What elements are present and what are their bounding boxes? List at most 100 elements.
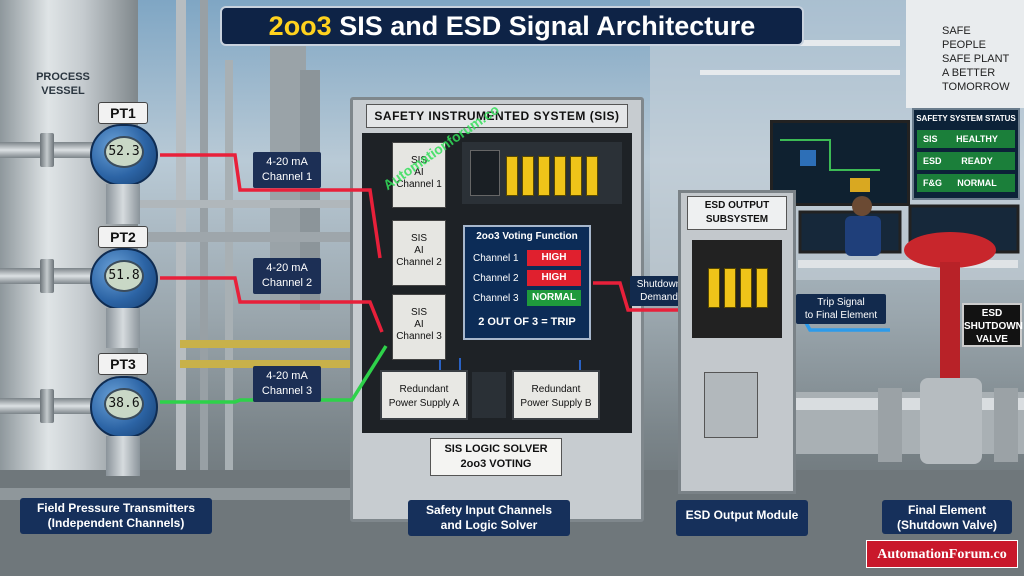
transmitter-tag-pt1: PT1 xyxy=(98,102,148,124)
signal-wire-ch3 xyxy=(160,345,388,404)
channel-label-2: 4-20 mA Channel 2 xyxy=(253,258,321,294)
sis-ai-card-2[interactable]: SIS AI Channel 2 xyxy=(392,220,446,286)
horizontal-pipe xyxy=(140,200,360,208)
brand-logo[interactable]: AutomationForum.co xyxy=(866,540,1018,568)
flange xyxy=(40,259,54,293)
voting-channel-label: Channel 1 xyxy=(473,253,519,264)
io-module xyxy=(570,156,582,196)
voting-title: 2oo3 Voting Function xyxy=(476,231,578,242)
slogan-line: A BETTER xyxy=(942,67,996,79)
status-key: ESD xyxy=(923,156,942,166)
ai-card-line: SIS xyxy=(410,233,428,244)
status-key: SIS xyxy=(923,134,938,144)
slogan-line: TOMORROW xyxy=(942,81,1010,93)
io-module xyxy=(554,156,566,196)
note-line: to Final Element xyxy=(804,310,878,321)
channel-signal-type: 4-20 mA xyxy=(266,156,308,168)
io-module xyxy=(538,156,550,196)
esd-header-line: ESD OUTPUT xyxy=(704,200,770,211)
sis-ai-card-1[interactable]: SIS AI Channel 1 xyxy=(392,142,446,208)
label-line: ESD Output Module xyxy=(685,508,799,522)
power-supply-b: Redundant Power Supply B xyxy=(512,370,600,420)
io-module xyxy=(522,156,534,196)
channel-label-3: 4-20 mA Channel 3 xyxy=(253,366,321,402)
cable-tray xyxy=(0,488,350,500)
label-final-element: Final Element (Shutdown Valve) xyxy=(882,500,1012,534)
safety-slogan-board: SAFE PEOPLE SAFE PLANT A BETTER TOMORROW xyxy=(906,0,1024,108)
shutdown-demand-wire xyxy=(593,281,705,312)
slogan-line: SAFE PLANT xyxy=(942,53,1010,65)
page-title: 2oo3 SIS and ESD Signal Architecture xyxy=(220,6,804,46)
output-relay xyxy=(708,268,720,308)
terminal-block xyxy=(472,372,506,418)
solver-line: SIS LOGIC SOLVER xyxy=(444,443,548,455)
transmitter-display-pt2: 51.8 xyxy=(104,260,144,292)
esd-cabinet-header: ESD OUTPUT SUBSYSTEM xyxy=(687,196,787,230)
transmitter-body xyxy=(106,308,140,348)
process-vessel-label: PROCESS VESSEL xyxy=(36,71,90,97)
voting-channel-label: Channel 3 xyxy=(473,293,519,304)
note-line: Shutdown xyxy=(636,279,682,290)
horizontal-pipe xyxy=(180,340,360,348)
transmitter-body xyxy=(106,184,140,224)
sis-cabinet-header: SAFETY INSTRUMENTED SYSTEM (SIS) xyxy=(366,104,628,128)
title-main: SIS and ESD Signal Architecture xyxy=(331,11,756,41)
status-panel-title: SAFETY SYSTEM STATUS xyxy=(916,114,1016,123)
esd-terminal-box xyxy=(704,372,758,438)
ceiling-light xyxy=(700,70,900,75)
power-supply-a: Redundant Power Supply A xyxy=(380,370,468,420)
logic-solver-label: SIS LOGIC SOLVER 2oo3 VOTING xyxy=(430,438,562,476)
ai-card-line: Channel 1 xyxy=(396,179,442,190)
esd-relay-panel xyxy=(692,240,782,338)
hmi-symbol xyxy=(850,178,870,192)
transmitter-tag-pt2: PT2 xyxy=(98,226,148,248)
output-relay xyxy=(756,268,768,308)
channel-name: Channel 1 xyxy=(261,171,313,183)
transmitter-display-pt1: 52.3 xyxy=(104,136,144,168)
valve-tag-line: ESD xyxy=(981,308,1003,319)
esd-header-line: SUBSYSTEM xyxy=(705,214,769,225)
hmi-symbol xyxy=(800,150,816,166)
slogan-line: PEOPLE xyxy=(942,39,987,51)
trip-signal-label: Trip Signal to Final Element xyxy=(796,294,886,324)
solver-line: 2oo3 VOTING xyxy=(460,458,532,470)
output-relay xyxy=(740,268,752,308)
label-line: and Logic Solver xyxy=(440,518,538,532)
operator-body xyxy=(845,216,881,256)
psu-line: Power Supply B xyxy=(520,398,592,409)
ai-card-line: AI xyxy=(414,319,424,330)
horizontal-pipe xyxy=(180,360,360,368)
sis-ai-card-3[interactable]: SIS AI Channel 3 xyxy=(392,294,446,360)
valve-stem-yoke xyxy=(940,262,960,382)
voting-state-ch2: HIGH xyxy=(527,270,581,286)
voting-state-ch1: HIGH xyxy=(527,250,581,266)
valve-flange xyxy=(878,388,902,462)
label-line: (Independent Channels) xyxy=(47,516,185,530)
operator-head xyxy=(852,196,872,216)
hmi-line xyxy=(780,139,880,171)
label-line: (Shutdown Valve) xyxy=(896,518,997,532)
status-key: F&G xyxy=(923,178,942,188)
channel-label-1: 4-20 mA Channel 1 xyxy=(253,152,321,188)
status-value: NORMAL xyxy=(957,178,997,188)
ai-card-line: SIS xyxy=(410,155,428,166)
valve-body xyxy=(920,378,982,464)
transmitter-display-pt3: 38.6 xyxy=(104,388,144,420)
psu-line: Redundant xyxy=(531,384,581,395)
title-highlight: 2oo3 xyxy=(268,11,332,41)
transmitter-body xyxy=(106,436,140,476)
channel-name: Channel 2 xyxy=(261,277,313,289)
flange xyxy=(40,133,54,167)
valve-actuator xyxy=(904,232,996,268)
ai-card-line: Channel 2 xyxy=(396,257,442,268)
status-value: READY xyxy=(961,156,993,166)
voting-channel-label: Channel 2 xyxy=(473,273,519,284)
esd-output-cabinet xyxy=(678,190,796,494)
valve-tag-line: SHUTDOWN xyxy=(964,321,1023,332)
label-safety-input: Safety Input Channels and Logic Solver xyxy=(408,500,570,536)
channel-signal-type: 4-20 mA xyxy=(266,370,308,382)
esd-valve-tag: ESD SHUTDOWN VALVE xyxy=(962,303,1023,347)
